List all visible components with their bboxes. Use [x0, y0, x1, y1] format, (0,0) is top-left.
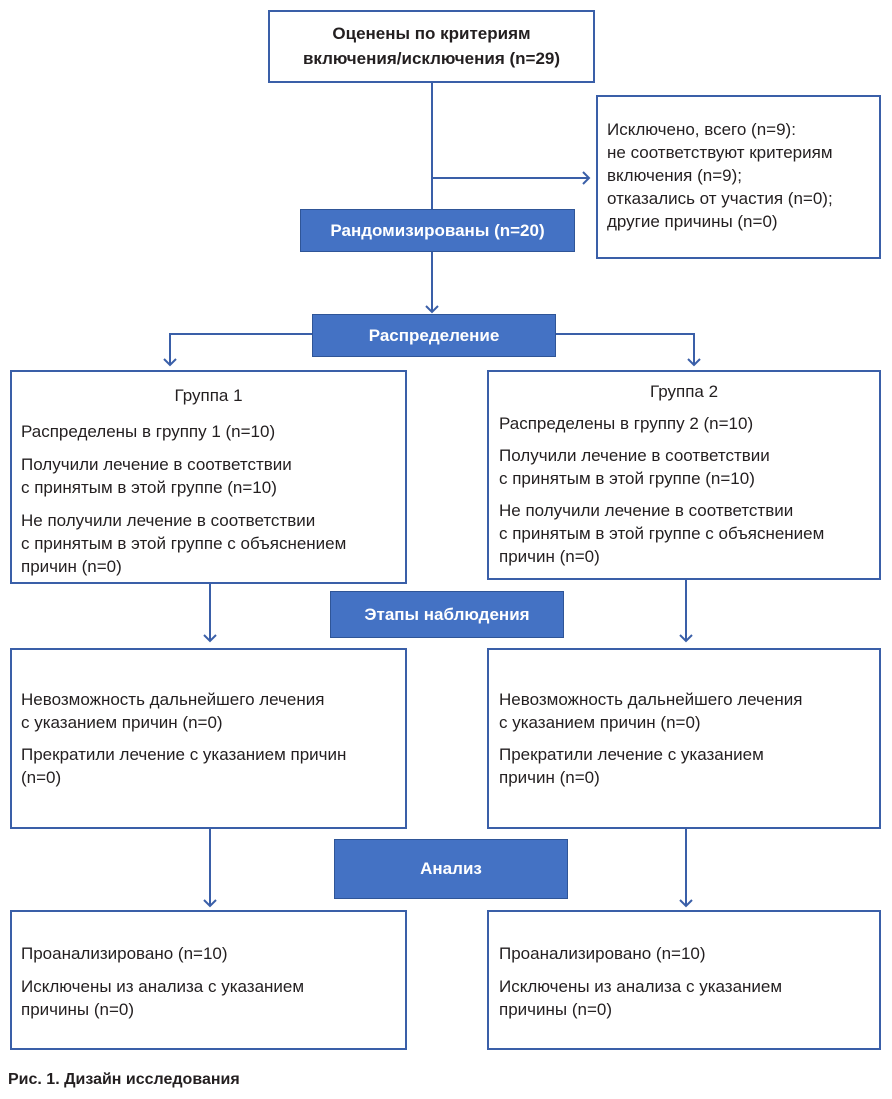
analysis-box: Анализ — [334, 839, 568, 899]
group2-discontinued-line: причин (n=0) — [499, 768, 600, 787]
group2-allocation-box — [487, 370, 881, 580]
group2-followup-box — [487, 648, 881, 829]
group1-allocation-box — [10, 370, 407, 584]
excluded-box — [596, 95, 881, 259]
group1-title: Группа 1 — [174, 386, 243, 405]
group2-received-line: Получили лечение в соответствии — [499, 446, 770, 465]
followup-box: Этапы наблюдения — [330, 591, 564, 638]
group1-lost-line: Невозможность дальнейшего лечения — [21, 690, 325, 709]
assessed-line2: включения/исключения (n=29) — [302, 49, 561, 68]
group1-followup-box — [10, 648, 407, 829]
randomized-box: Рандомизированы (n=20) — [300, 209, 575, 252]
excluded-line: отказались от участия (n=0); — [607, 189, 833, 208]
group2-allocated: Распределены в группу 2 (n=10) — [499, 414, 754, 433]
excluded-line: не соответствуют критериям — [607, 143, 833, 162]
group2-not-received-line: с принятым в этой группе с объяснением — [499, 524, 825, 543]
excluded-line: Исключено, всего (n=9): — [607, 120, 796, 139]
group1-lost-line: с указанием причин (n=0) — [21, 713, 223, 732]
group1-allocated: Распределены в группу 1 (n=10) — [21, 422, 276, 441]
group2-discontinued-line: Прекратили лечение с указанием — [499, 745, 764, 764]
group1-analysed: Проанализировано (n=10) — [21, 944, 228, 963]
group2-lost-line: Невозможность дальнейшего лечения — [499, 690, 803, 709]
group2-lost-line: с указанием причин (n=0) — [499, 713, 701, 732]
group2-analysis-box — [487, 910, 881, 1050]
excluded-line: включения (n=9); — [607, 166, 742, 185]
group1-received-line: с принятым в этой группе (n=10) — [21, 478, 277, 497]
assessed-box — [268, 10, 595, 83]
group1-discontinued-line: Прекратили лечение с указанием причин — [21, 745, 347, 764]
figure-caption: Рис. 1. Дизайн исследования — [8, 1071, 240, 1088]
assessed-line1: Оценены по критериям — [332, 24, 531, 43]
arrow-allocation-to-group2 — [556, 333, 701, 367]
group2-analysed: Проанализировано (n=10) — [499, 944, 706, 963]
group2-received-line: с принятым в этой группе (n=10) — [499, 469, 755, 488]
arrow-allocation-to-group1 — [163, 333, 312, 367]
group1-analysis-box — [10, 910, 407, 1050]
group1-excluded-analysis-line: Исключены из анализа с указанием — [21, 977, 305, 996]
group2-not-received-line: Не получили лечение в соответствии — [499, 501, 794, 520]
group1-excluded-analysis-line: причины (n=0) — [21, 1000, 134, 1019]
group1-discontinued-line: (n=0) — [21, 768, 62, 787]
group1-not-received-line: причин (n=0) — [21, 557, 122, 576]
group2-not-received-line: причин (n=0) — [499, 547, 600, 566]
group1-received-line: Получили лечение в соответствии — [21, 455, 292, 474]
allocation-box: Распределение — [312, 314, 556, 357]
group2-excluded-analysis-line: Исключены из анализа с указанием — [499, 977, 783, 996]
group1-not-received-line: Не получили лечение в соответствии — [21, 511, 316, 530]
group1-not-received-line: с принятым в этой группе с объяснением — [21, 534, 347, 553]
excluded-line: другие причины (n=0) — [607, 212, 778, 231]
group2-excluded-analysis-line: причины (n=0) — [499, 1000, 612, 1019]
group2-title: Группа 2 — [649, 382, 719, 401]
